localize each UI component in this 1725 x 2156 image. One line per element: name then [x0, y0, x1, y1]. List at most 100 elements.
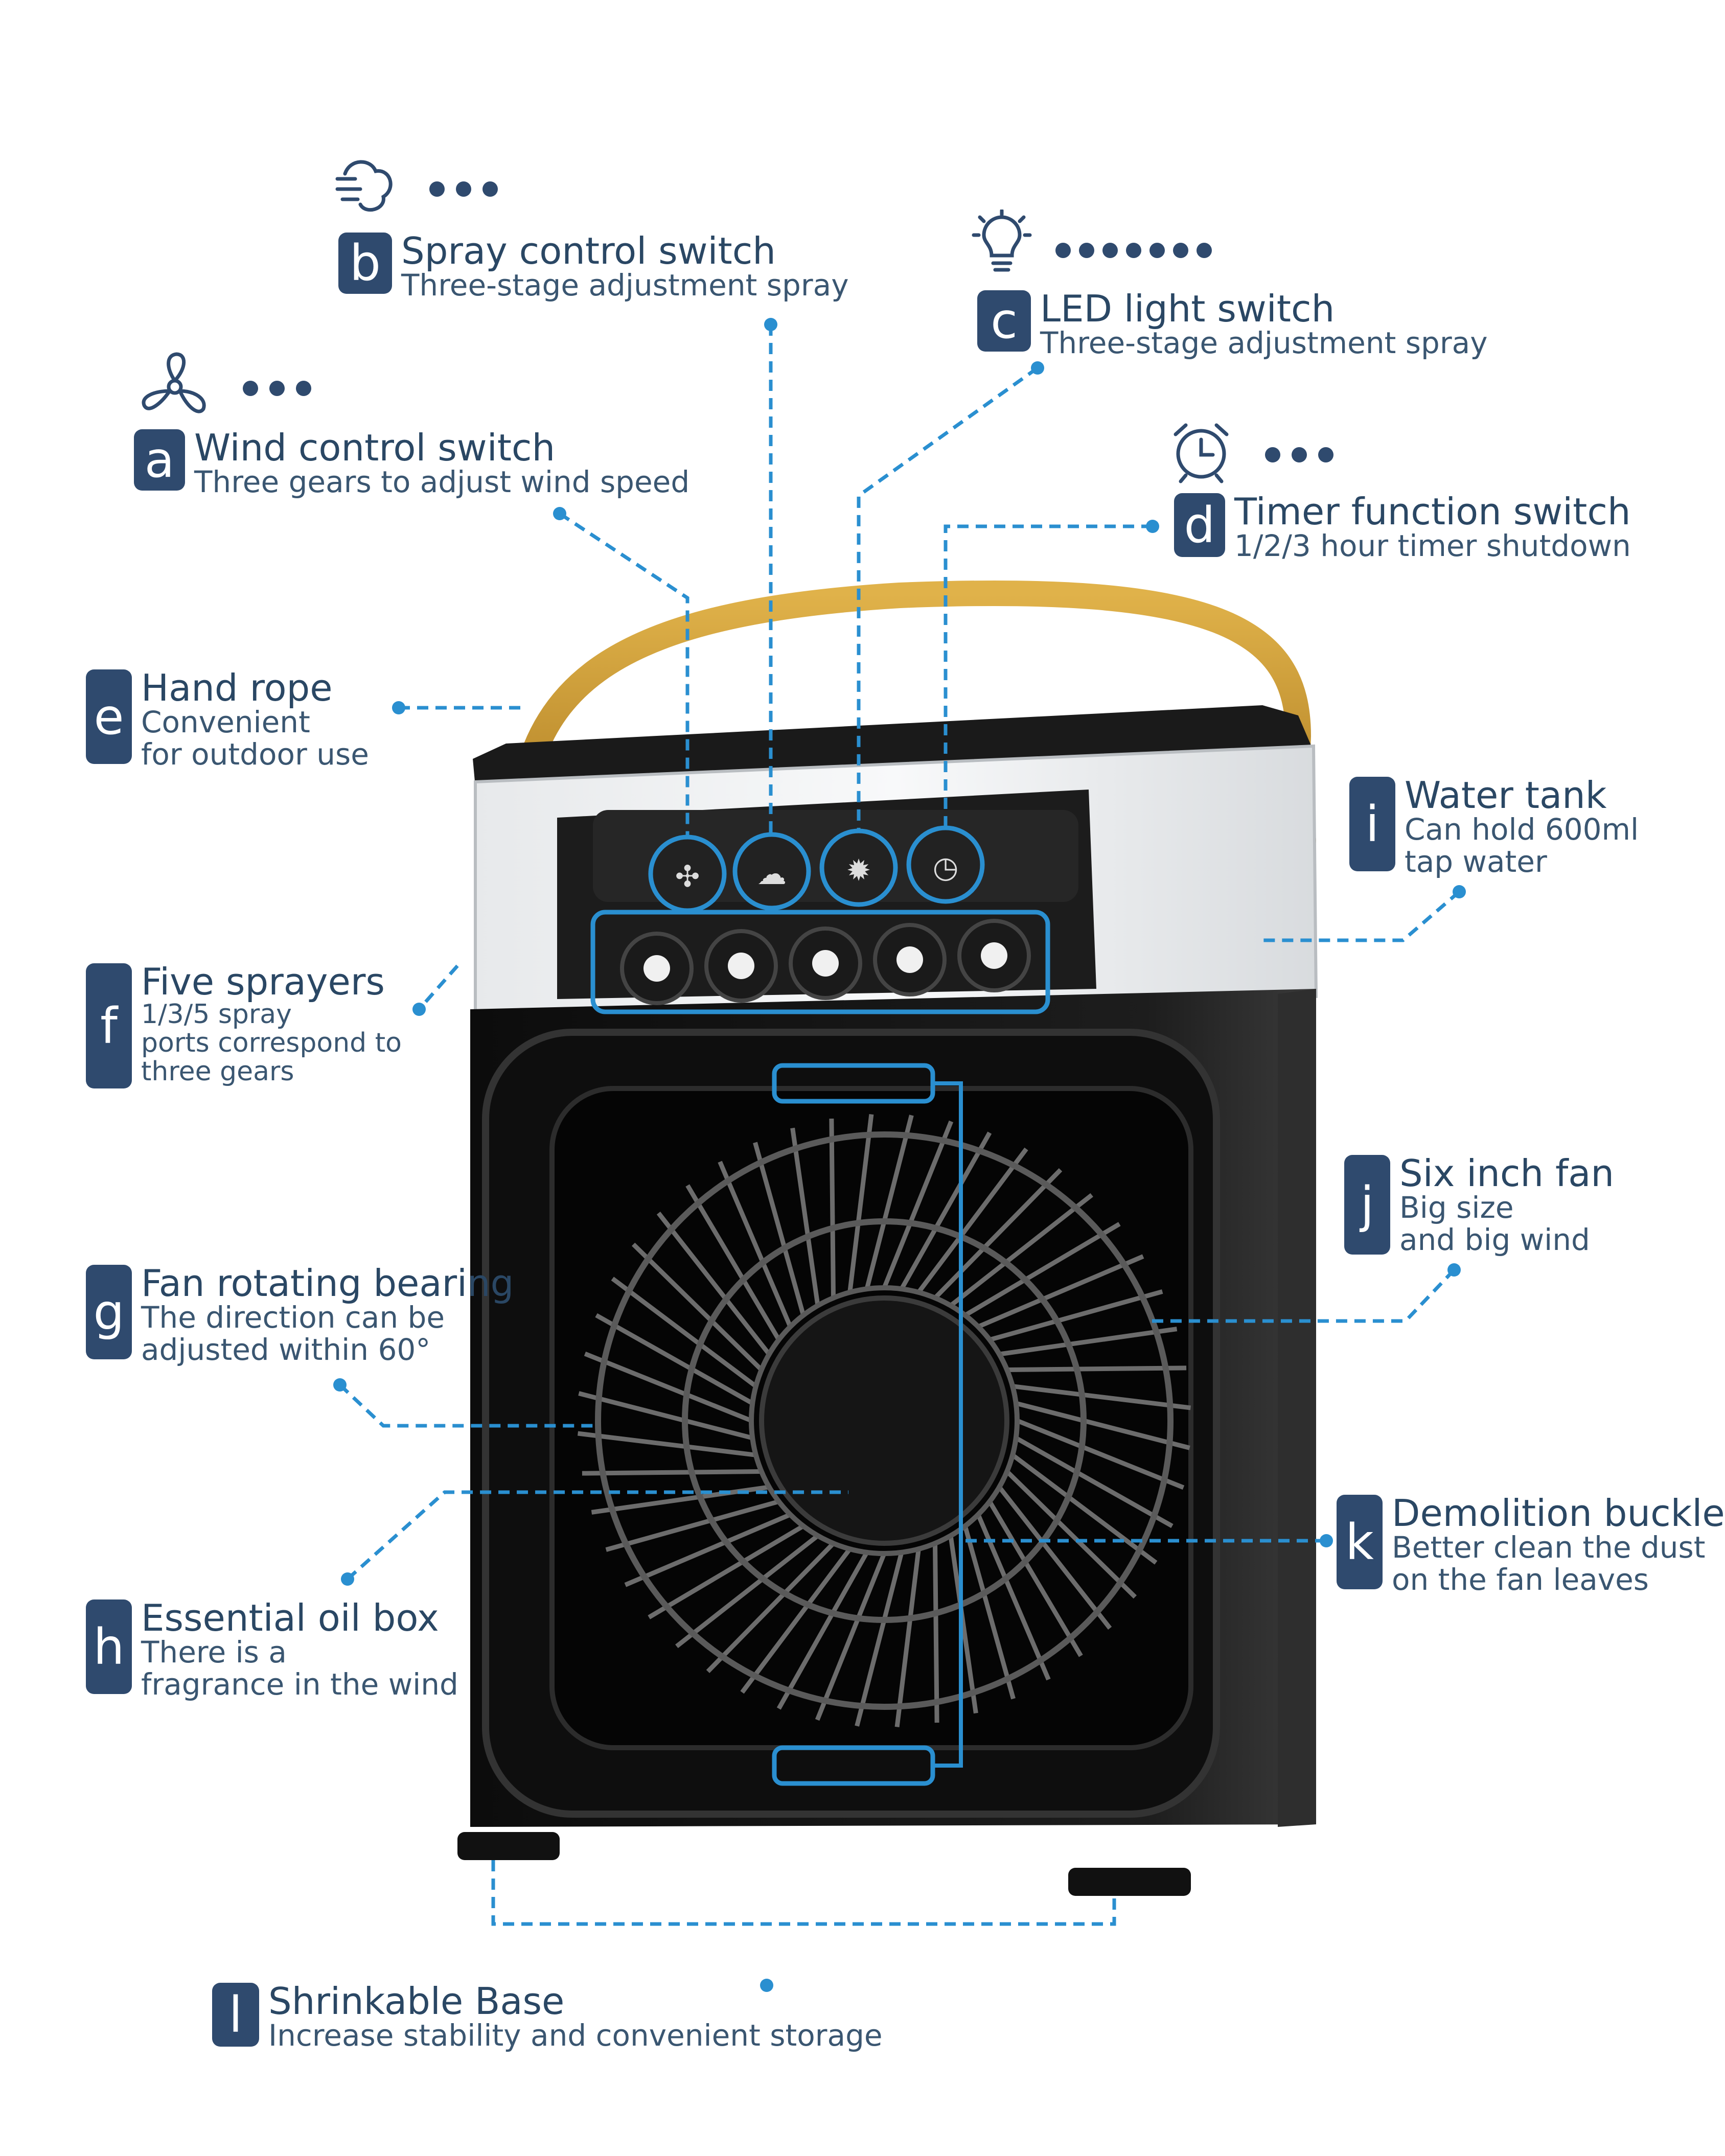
callout-j-desc-1: Big size: [1399, 1190, 1514, 1225]
callout-i-title: Water tank: [1405, 774, 1607, 817]
callout-c: c LED light switch Three-stage adjustmen…: [977, 290, 1488, 359]
callout-b-desc: Three-stage adjustment spray: [401, 268, 849, 303]
callout-g-badge: g: [86, 1265, 132, 1359]
callout-h-badge: h: [86, 1599, 132, 1694]
leader-a: [559, 512, 689, 838]
callout-e-desc-1: Convenient: [141, 705, 310, 739]
fan-spoke: [882, 1120, 954, 1289]
fan-spoke: [932, 1543, 939, 1723]
fan-grille-spokes: [577, 1114, 1191, 1728]
callout-l-desc: Increase stability and convenient storag…: [268, 2018, 883, 2053]
fan-spoke: [582, 1469, 762, 1476]
callout-k-title: Demolition buckle: [1392, 1492, 1725, 1535]
callout-i-badge: i: [1349, 777, 1395, 871]
leader-i: [1262, 890, 1461, 942]
fan-spoke: [624, 1512, 791, 1587]
fan-spoke: [740, 1547, 852, 1694]
fan-spoke: [790, 1127, 820, 1306]
callout-f-desc-3: three gears: [141, 1056, 294, 1087]
spray-button: [732, 832, 811, 911]
callout-e-desc-2: for outdoor use: [141, 736, 369, 772]
leader-h: [346, 1490, 848, 1581]
callout-h-desc-1: There is a: [141, 1635, 287, 1670]
fan-spoke: [916, 1147, 1028, 1294]
fan-spoke: [949, 1193, 1093, 1308]
fan-ring-mid: [682, 1218, 1087, 1623]
callout-j-title: Six inch fan: [1399, 1152, 1615, 1195]
fan-ring-outer: [595, 1131, 1174, 1710]
svg-text:☁: ☁: [757, 856, 787, 891]
fan-icon: [138, 350, 212, 426]
callout-k-desc-2: on the fan leaves: [1392, 1562, 1649, 1597]
fan-spoke: [1005, 1470, 1137, 1599]
fan-spoke: [631, 1242, 763, 1372]
leader-lines: [338, 324, 1461, 1926]
callout-d-badge: d: [1174, 493, 1225, 557]
body-side: [1278, 989, 1316, 1827]
foot-right: [1068, 1868, 1191, 1896]
callout-g-desc-2: adjusted within 60°: [141, 1332, 431, 1367]
fan-hub: [759, 1295, 1009, 1546]
fan-spoke: [855, 1551, 904, 1727]
callout-i: i Water tank Can hold 600ml tap water: [1349, 777, 1639, 877]
spray-icon: [335, 148, 406, 222]
callout-c-badge: c: [977, 290, 1031, 352]
fan-spoke: [999, 1327, 1178, 1357]
fan-spoke: [815, 1552, 887, 1721]
fan-spoke: [584, 1351, 752, 1423]
callout-h-title: Essential oil box: [141, 1596, 439, 1639]
fan-spoke: [962, 1525, 1016, 1700]
callout-j-desc-2: and big wind: [1399, 1222, 1590, 1257]
callout-b: b Spray control switch Three-stage adjus…: [338, 233, 849, 302]
handle: [505, 581, 1312, 892]
callout-k: k Demolition buckle Better clean the dus…: [1337, 1495, 1725, 1595]
fan-spoke: [648, 1524, 805, 1619]
leader-j: [1150, 1268, 1456, 1323]
callout-l: l Shrinkable Base Increase stability and…: [212, 1983, 883, 2052]
lid: [473, 705, 1314, 787]
sprayers: [620, 919, 1031, 1005]
fan-spoke: [1015, 1436, 1174, 1528]
fan-spoke: [578, 1391, 753, 1441]
callout-b-badge: b: [338, 233, 392, 294]
callout-f-desc-2: ports correspond to: [141, 1028, 402, 1059]
fan-spoke: [894, 1548, 921, 1728]
callout-j: j Six inch fan Big size and big wind: [1344, 1155, 1614, 1256]
fan-spoke: [577, 1431, 756, 1457]
spray-dots: [429, 181, 498, 197]
buckle-bracket: [933, 1081, 963, 1768]
fan-spoke: [847, 1114, 874, 1293]
fan-spoke: [685, 1184, 781, 1341]
fan-spoke: [1007, 1365, 1187, 1373]
callout-g-desc-1: The direction can be: [141, 1300, 445, 1335]
fan-spoke: [963, 1222, 1121, 1317]
callout-e-badge: e: [86, 669, 132, 764]
fan-spoke: [987, 1500, 1083, 1657]
control-buttons: ✣ ☁ ✹ ◷: [648, 825, 985, 913]
led-dots: [1055, 243, 1212, 258]
callout-e-title: Hand rope: [141, 666, 333, 709]
fan-spoke: [977, 1254, 1144, 1329]
wind-dots: [243, 381, 311, 396]
callout-l-badge: l: [212, 1983, 259, 2047]
fan-spoke: [776, 1551, 869, 1710]
fan-spoke: [989, 1289, 1163, 1342]
callout-g-title: Fan rotating bearing: [141, 1262, 514, 1305]
leader-d: [944, 524, 1153, 828]
leader-l: [491, 1860, 1116, 1926]
fan-spoke: [1016, 1418, 1185, 1490]
callout-f-badge: f: [86, 963, 132, 1088]
callout-k-badge: k: [1337, 1495, 1383, 1589]
callout-k-desc-1: Better clean the dust: [1392, 1530, 1706, 1565]
callout-f-desc-1: 1/3/5 spray: [141, 999, 292, 1030]
callout-i-desc-2: tap water: [1405, 844, 1547, 879]
callout-d-title: Timer function switch: [1234, 490, 1631, 533]
callout-c-title: LED light switch: [1040, 287, 1335, 330]
callout-a-badge: a: [134, 429, 185, 491]
fan-spoke: [675, 1534, 819, 1649]
fan-spoke: [948, 1535, 978, 1714]
callout-e: e Hand rope Convenient for outdoor use: [86, 669, 369, 770]
fan-spoke: [605, 1499, 779, 1552]
callout-a: a Wind control switch Three gears to adj…: [134, 429, 689, 498]
